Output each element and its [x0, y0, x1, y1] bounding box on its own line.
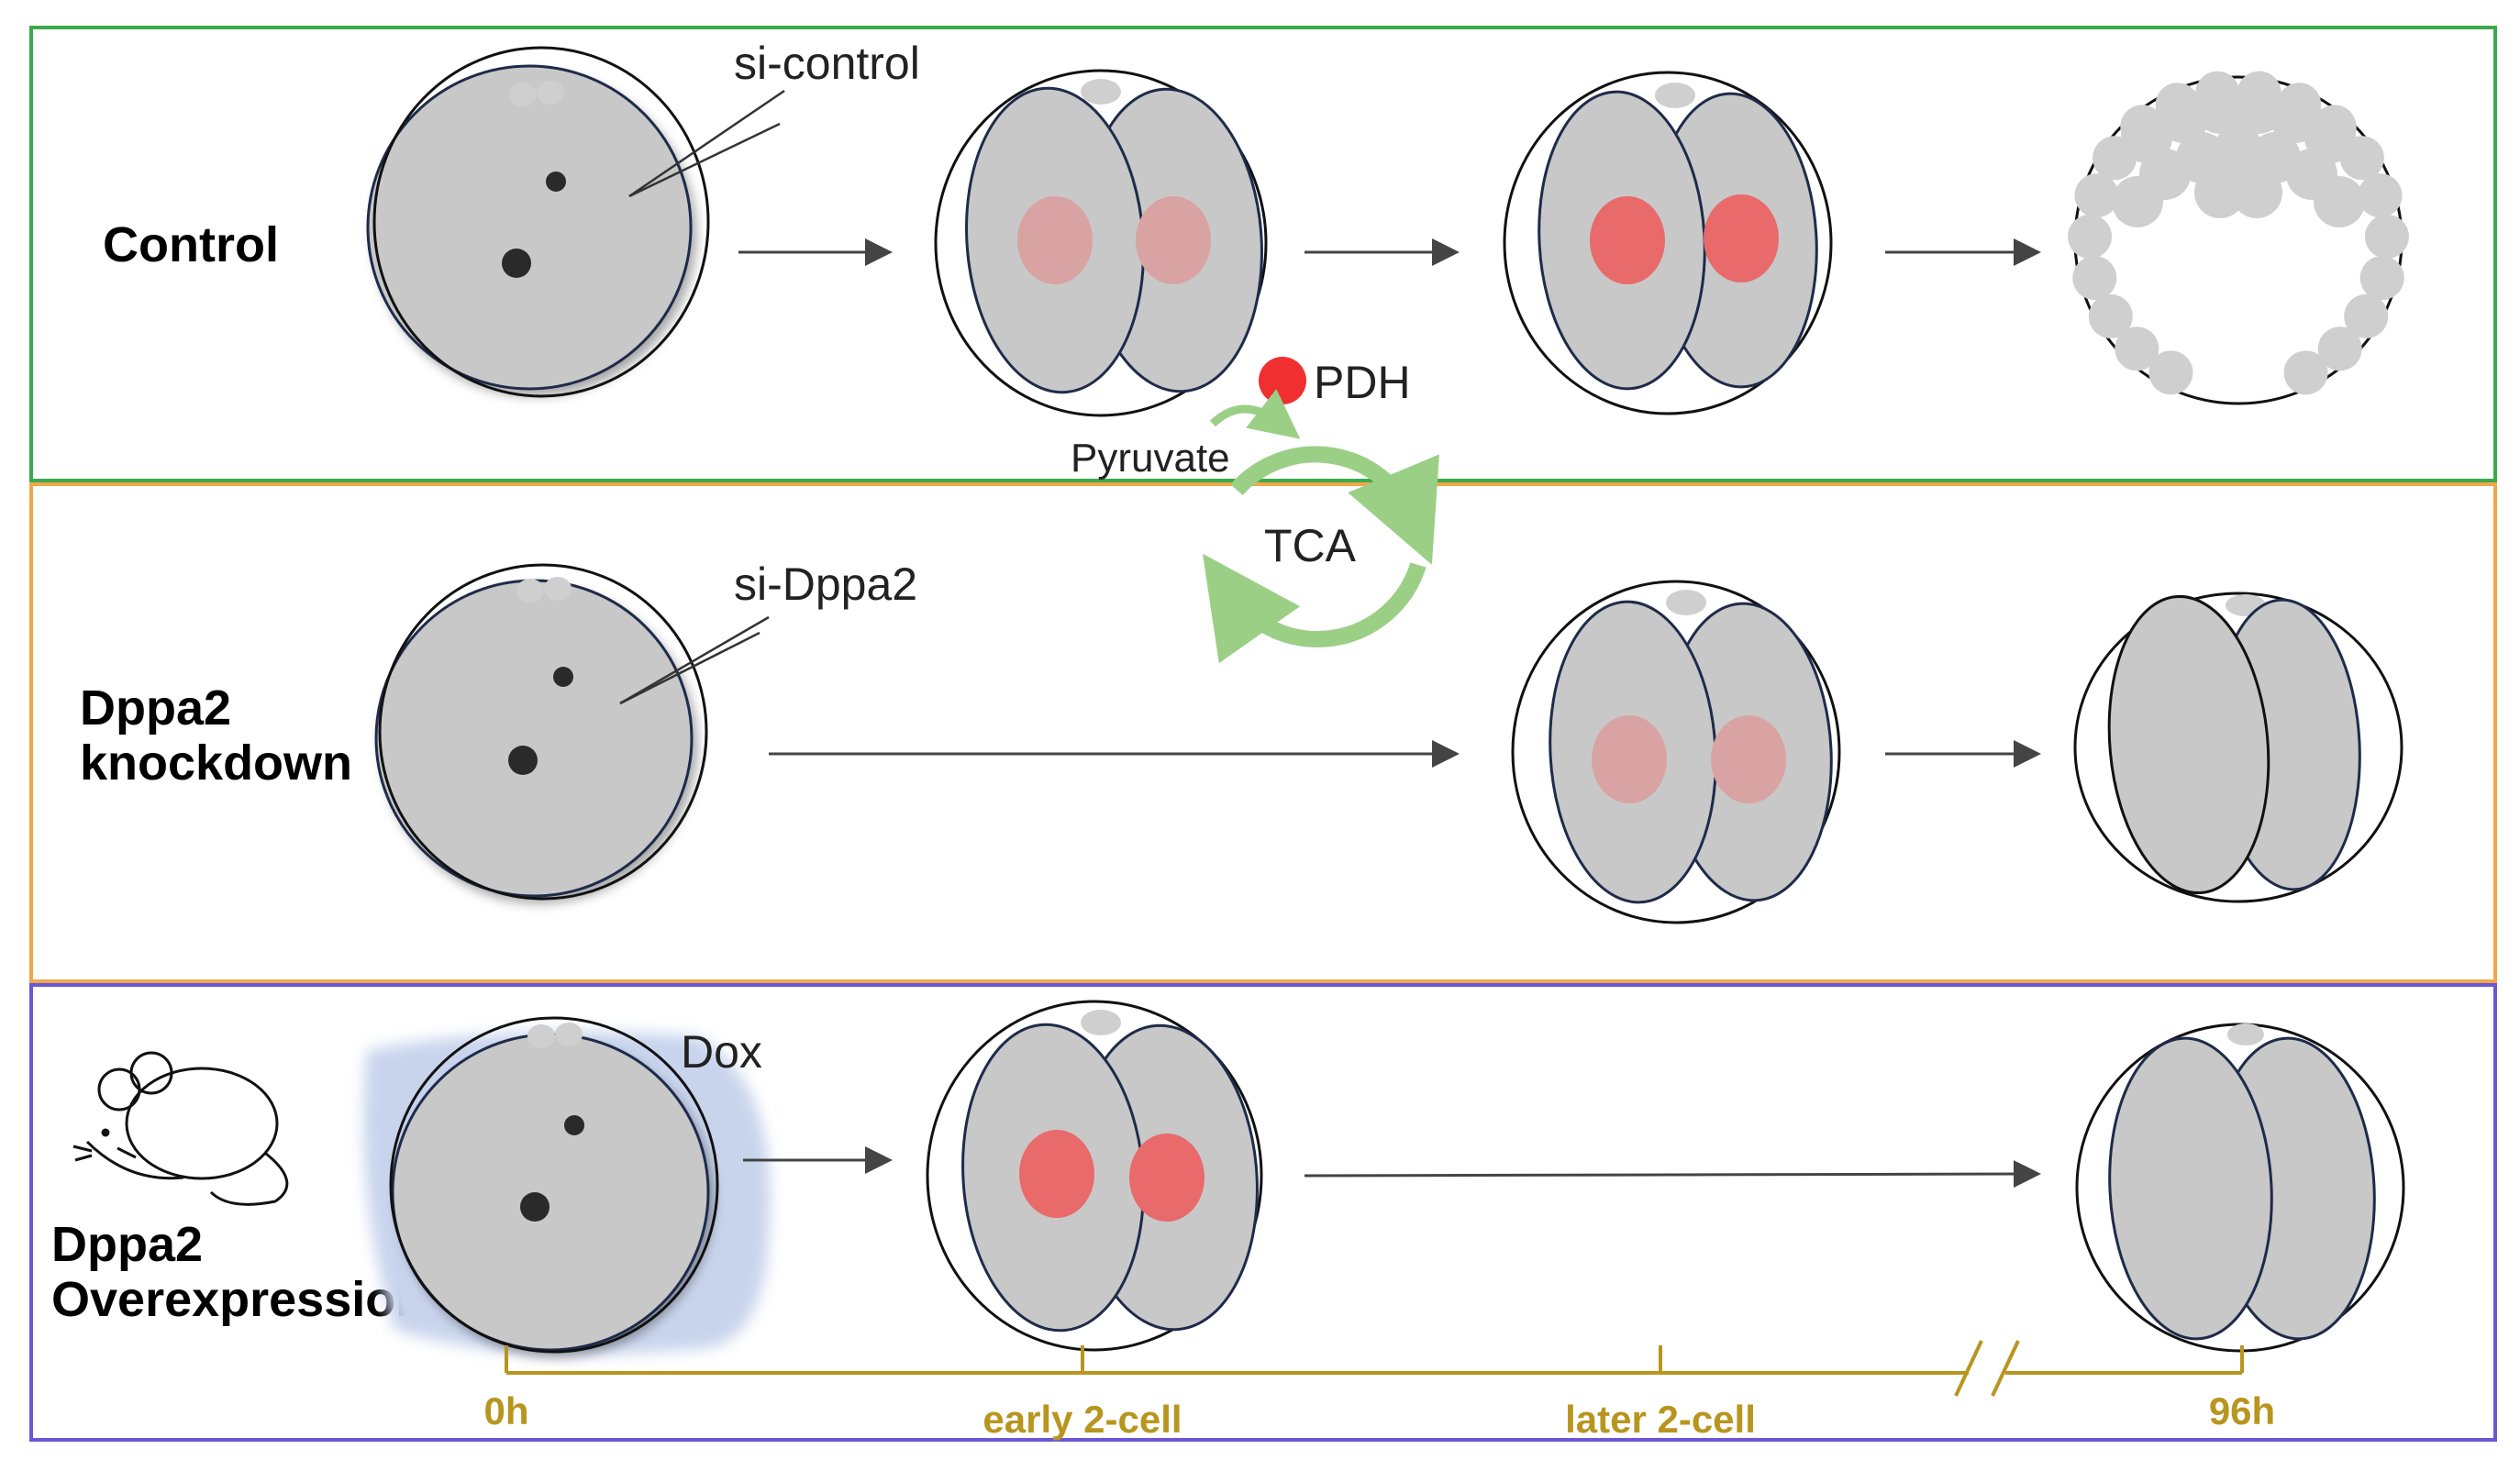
- trophectoderm-cell: [2283, 350, 2328, 395]
- inner-cell-mass-cell: [2194, 167, 2246, 218]
- inner-cell-mass-cell: [2112, 176, 2163, 227]
- pronucleus-large: [502, 249, 531, 278]
- tca-cycle: [1202, 446, 1439, 664]
- pyruvate-label: Pyruvate: [1071, 436, 1230, 481]
- pronucleus-small: [546, 171, 566, 192]
- control-row-label: Control: [103, 217, 279, 272]
- timeline-label-early-2-cell: early 2-cell: [982, 1398, 1182, 1441]
- timeline-label-96h: 96h: [2209, 1389, 2275, 1432]
- overexpression-row-label-line1: Dppa2: [51, 1217, 203, 1272]
- inner-cell-mass-cell: [2194, 83, 2246, 134]
- pdh-dot: [1259, 357, 1306, 404]
- overexpression-frame: [29, 983, 2497, 1442]
- overexpression-zygote: [389, 1016, 719, 1354]
- overexpression-row-label-line2: Overexpression: [51, 1272, 426, 1327]
- knockdown-row-label-line1: Dppa2: [80, 680, 231, 736]
- trophectoderm-cell: [2068, 214, 2113, 259]
- overexpression-early-two-cell-embryo: [926, 1000, 1263, 1352]
- inner-cell-mass-cell: [2231, 167, 2282, 218]
- control-injection-label: si-control: [734, 38, 920, 89]
- control-blastocyst: [2068, 71, 2409, 405]
- nucleus-faint: [1017, 196, 1093, 284]
- trophectoderm-cell: [2344, 293, 2389, 338]
- timeline-label-later-2-cell: later 2-cell: [1565, 1398, 1756, 1441]
- knockdown-arrested-two-cell-embryo: [2073, 592, 2403, 903]
- knockdown-row-label-line2: knockdown: [80, 736, 352, 791]
- trophectoderm-cell: [2088, 293, 2133, 338]
- trophectoderm-cell: [2359, 256, 2404, 301]
- trophectoderm-cell: [2317, 326, 2362, 371]
- trophectoderm-cell: [2358, 173, 2403, 218]
- trophectoderm-cell: [2364, 214, 2409, 259]
- pyruvate-arrow: [1209, 389, 1301, 439]
- dox-label: Dox: [681, 1026, 762, 1078]
- control-early-two-cell-embryo: [934, 69, 1268, 417]
- control-zygote: [366, 46, 785, 398]
- trophectoderm-cell: [2148, 350, 2193, 395]
- knockdown-zygote: [374, 563, 770, 901]
- tca-label: TCA: [1264, 520, 1357, 571]
- mouse-icon: [72, 1051, 289, 1206]
- knockdown-later-two-cell-embryo: [1511, 580, 1841, 924]
- trophectoderm-cell: [2115, 326, 2159, 371]
- timeline-label-0h: 0h: [483, 1389, 528, 1432]
- knockdown-injection-label: si-Dppa2: [734, 559, 917, 610]
- nucleus-strong: [1704, 194, 1779, 282]
- control-frame: [29, 26, 2497, 482]
- control-later-two-cell-embryo: [1503, 71, 1833, 415]
- knockdown-frame: [29, 482, 2497, 983]
- nucleus-faint: [1136, 196, 1211, 284]
- pdh-label: PDH: [1314, 357, 1411, 408]
- trophectoderm-cell: [2074, 173, 2119, 218]
- nucleus-strong: [1590, 196, 1665, 284]
- inner-cell-mass-cell: [2314, 176, 2365, 227]
- timeline: [505, 1340, 2244, 1397]
- overexpression-two-cell-embryo-96h: [2075, 1023, 2405, 1353]
- overexpression-arrow-2: [1304, 1160, 2041, 1189]
- trophectoderm-cell: [2072, 256, 2117, 301]
